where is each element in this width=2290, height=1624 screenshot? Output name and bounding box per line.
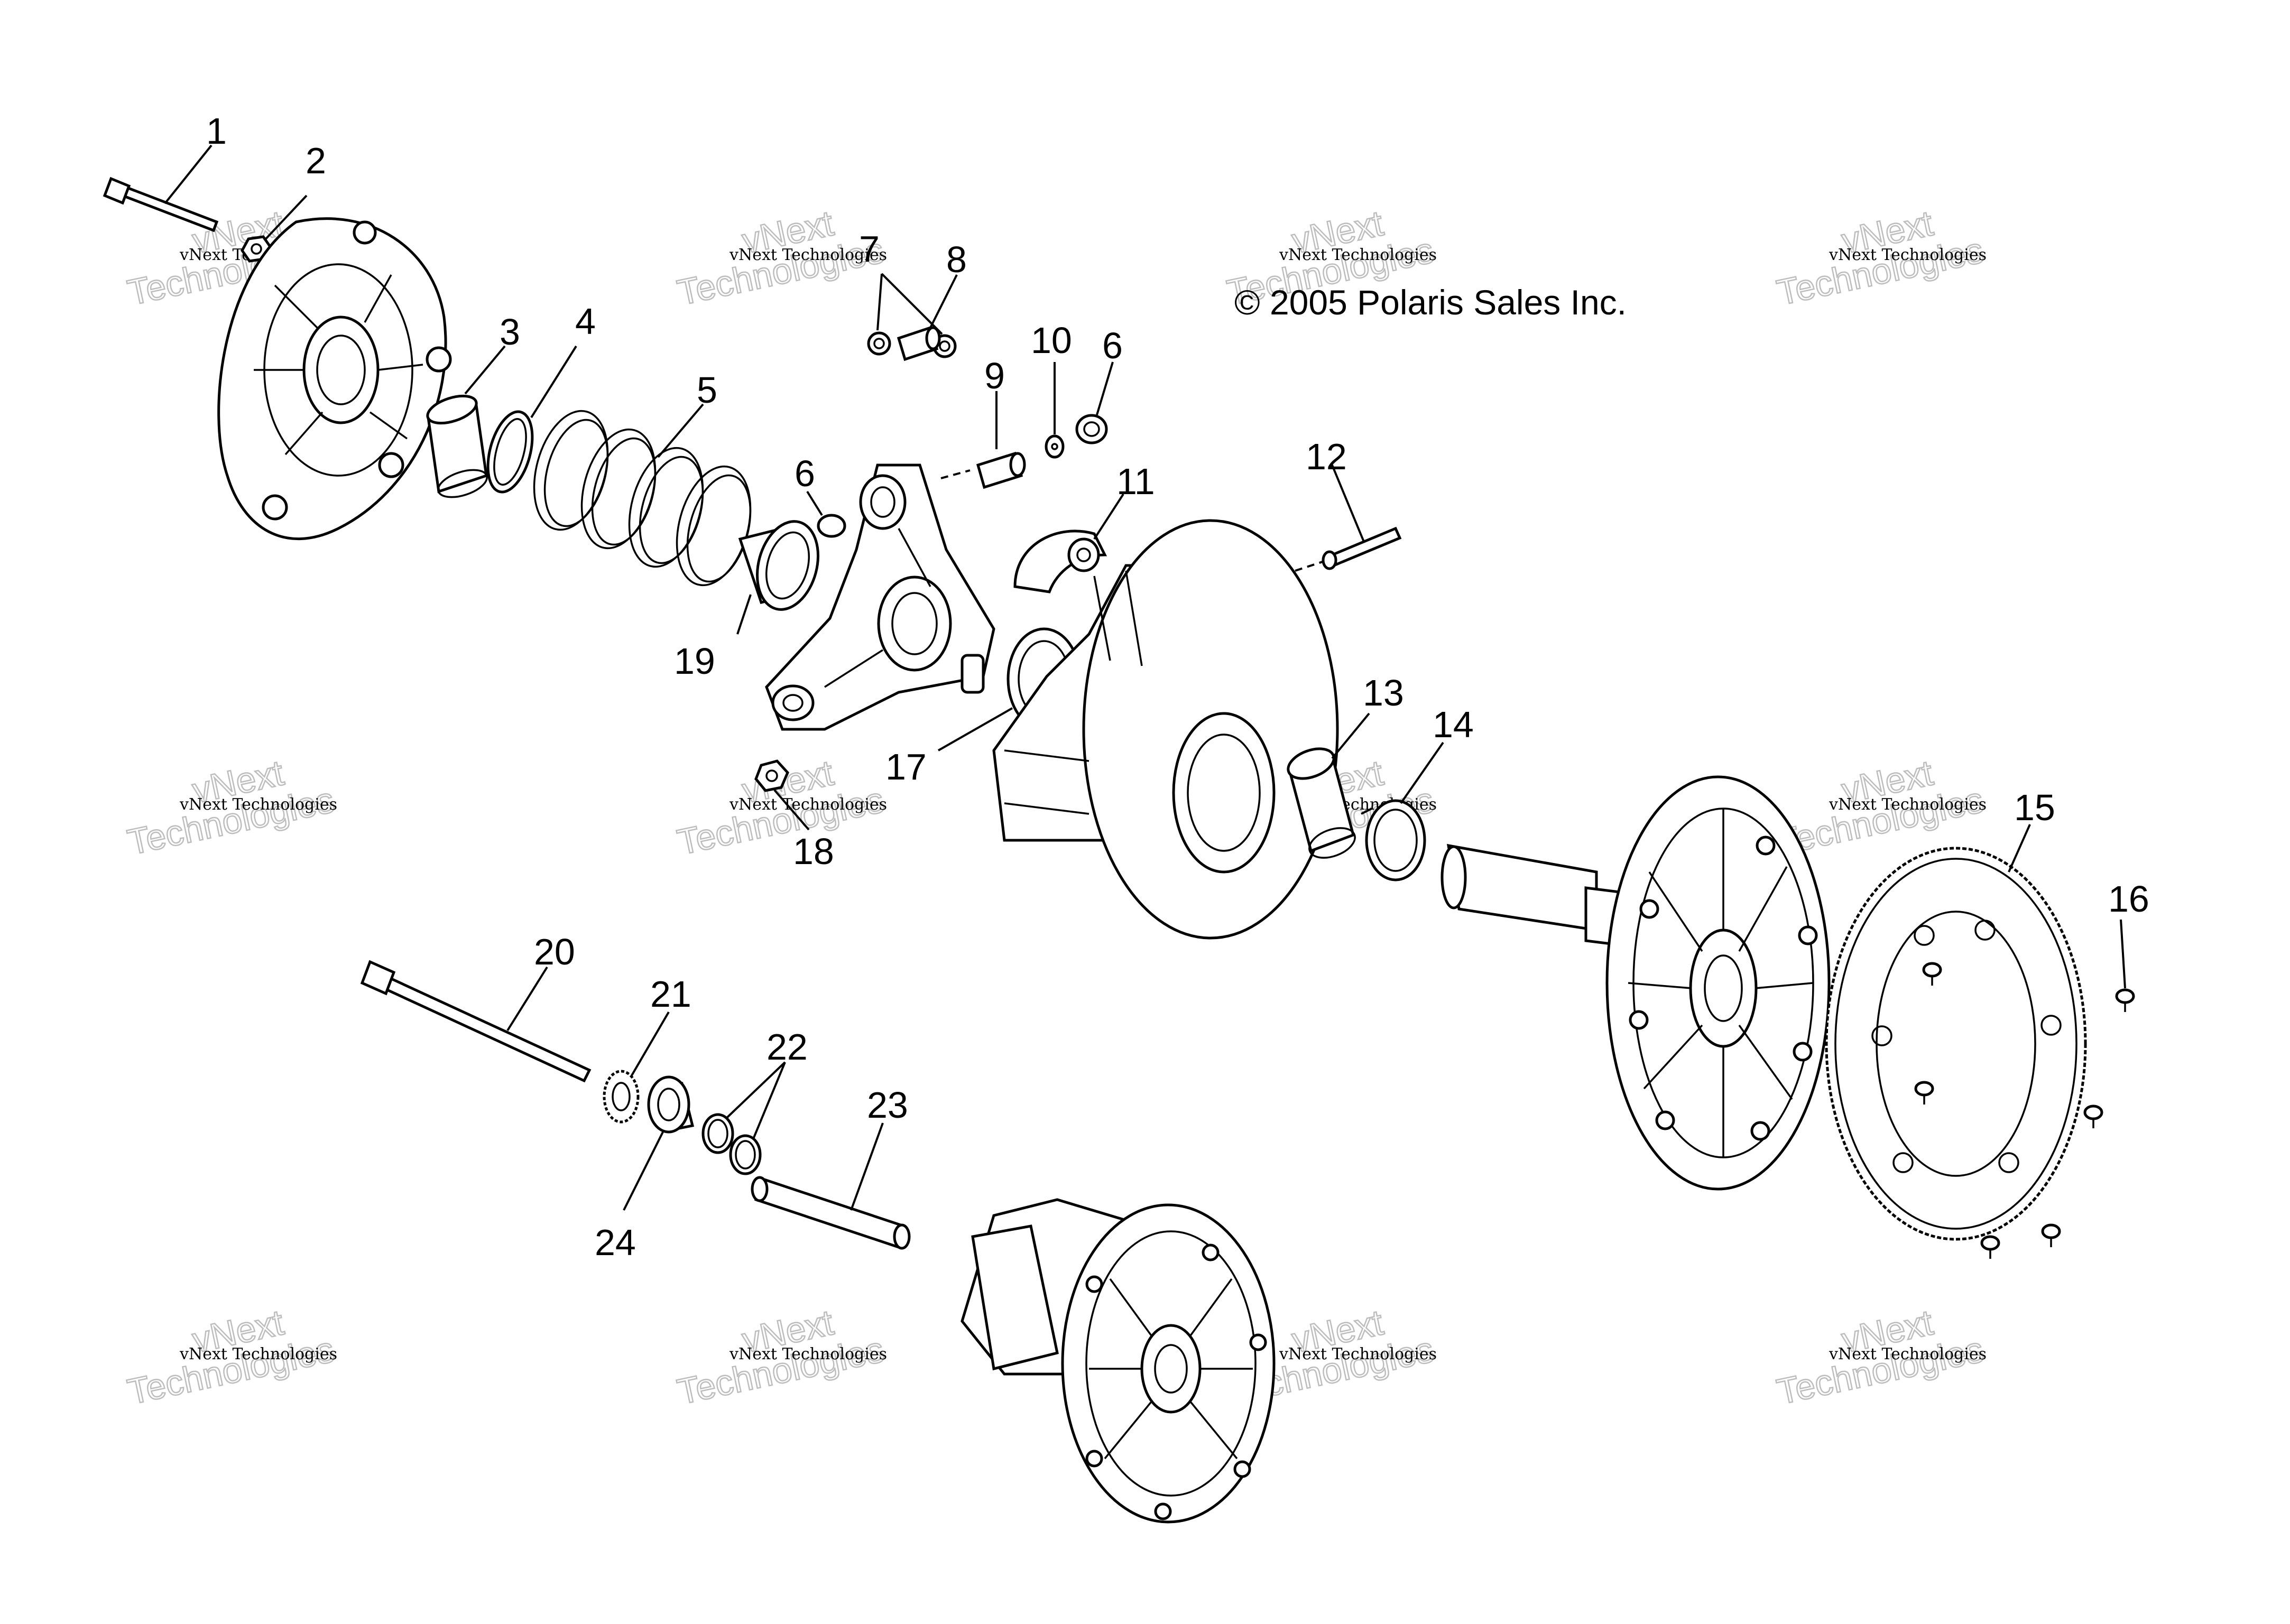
callout-3: 3 [500,311,520,352]
svg-text:vNext Technologies: vNext Technologies [729,1345,887,1363]
callout-11: 11 [1116,461,1155,502]
leader-lines [164,144,2126,1211]
part-1-bolt [103,177,219,233]
callout-12: 12 [1306,436,1347,477]
part-14-ring [1361,799,1426,881]
part-20-bolt [360,960,592,1083]
callout-18: 18 [793,831,834,872]
callout-5: 5 [697,369,717,411]
callout-24: 24 [595,1222,636,1263]
callout-10: 10 [1031,320,1072,361]
callout-23: 23 [867,1084,908,1126]
svg-text:vNext Technologies: vNext Technologies [179,1345,337,1363]
copyright-notice: © 2005 Polaris Sales Inc. [1234,283,1627,322]
callout-2: 2 [306,140,326,181]
part-13-bushing [1287,747,1356,859]
callout-15: 15 [2014,787,2055,828]
part-8-pin [897,326,941,361]
part-3-bushing [426,394,488,498]
part-11-weight [1013,530,1107,593]
part-21-star-washer [603,1070,640,1124]
part-18-nut [754,759,789,792]
watermark: vNext Technologies vNext Technologies [1773,202,1988,314]
watermark: vNext Technologies vNext Technologies [124,1302,339,1413]
part-fixed-sheave [1441,775,1831,1191]
part-clutch-assembly [961,1198,1276,1524]
part-24-bushing [647,1075,695,1134]
watermark: vNext Technologies vNext Technologies [673,202,889,314]
callout-13: 13 [1363,672,1404,713]
part-10-washer [1045,434,1065,459]
part-16-screws [1914,962,2135,1259]
callout-22: 22 [767,1026,808,1068]
part-15-ring-gear [1825,847,2087,1241]
callout-14: 14 [1433,704,1474,745]
watermark: vNext Technologies vNext Technologies [1773,1302,1988,1413]
watermark: vNext Technologies vNext Technologies [673,1302,889,1413]
part-22-o-rings [701,1113,762,1175]
watermark: vNext Technologies vNext Technologies [124,752,339,864]
part-6-bushing-right [1075,414,1108,444]
svg-text:vNext Technologies: vNext Technologies [1279,1345,1437,1363]
part-spider [765,463,995,731]
part-23-tube [751,1176,911,1250]
part-5-spring [533,410,752,587]
part-9-pin [940,451,1026,489]
callout-6-left: 6 [795,453,815,494]
callout-9: 9 [984,355,1005,396]
callout-7: 7 [859,228,880,270]
callout-8: 8 [946,239,967,280]
callout-6-right: 6 [1102,325,1123,366]
svg-text:vNext Technologies: vNext Technologies [1829,246,1987,264]
part-12-pin [1295,526,1402,572]
part-19-bushing [738,520,820,611]
callout-21: 21 [650,973,691,1015]
svg-text:vNext Technologies: vNext Technologies [1829,1345,1987,1363]
part-6-bushing [817,514,846,538]
part-4-snap-ring [486,410,534,494]
part-cover-plate [217,217,452,541]
callout-4: 4 [575,301,596,342]
svg-text:vNext Technologies: vNext Technologies [179,795,337,814]
svg-text:vNext Technologies: vNext Technologies [1279,246,1437,264]
svg-text:vNext Technologies: vNext Technologies [729,795,887,814]
svg-text:vNext Technologies: vNext Technologies [1829,795,1987,814]
callout-20: 20 [534,931,575,972]
callout-labels: 1 2 3 4 5 6 6 7 8 9 10 11 12 13 14 15 16… [206,110,2149,1263]
callout-19: 19 [674,641,715,682]
callout-1: 1 [206,110,227,152]
watermark: vNext Technologies vNext Technologies [1773,752,1988,864]
part-moveable-sheave [992,519,1339,940]
callout-17: 17 [885,746,927,787]
svg-text:vNext Technologies: vNext Technologies [729,246,887,264]
callout-16: 16 [2108,878,2149,920]
